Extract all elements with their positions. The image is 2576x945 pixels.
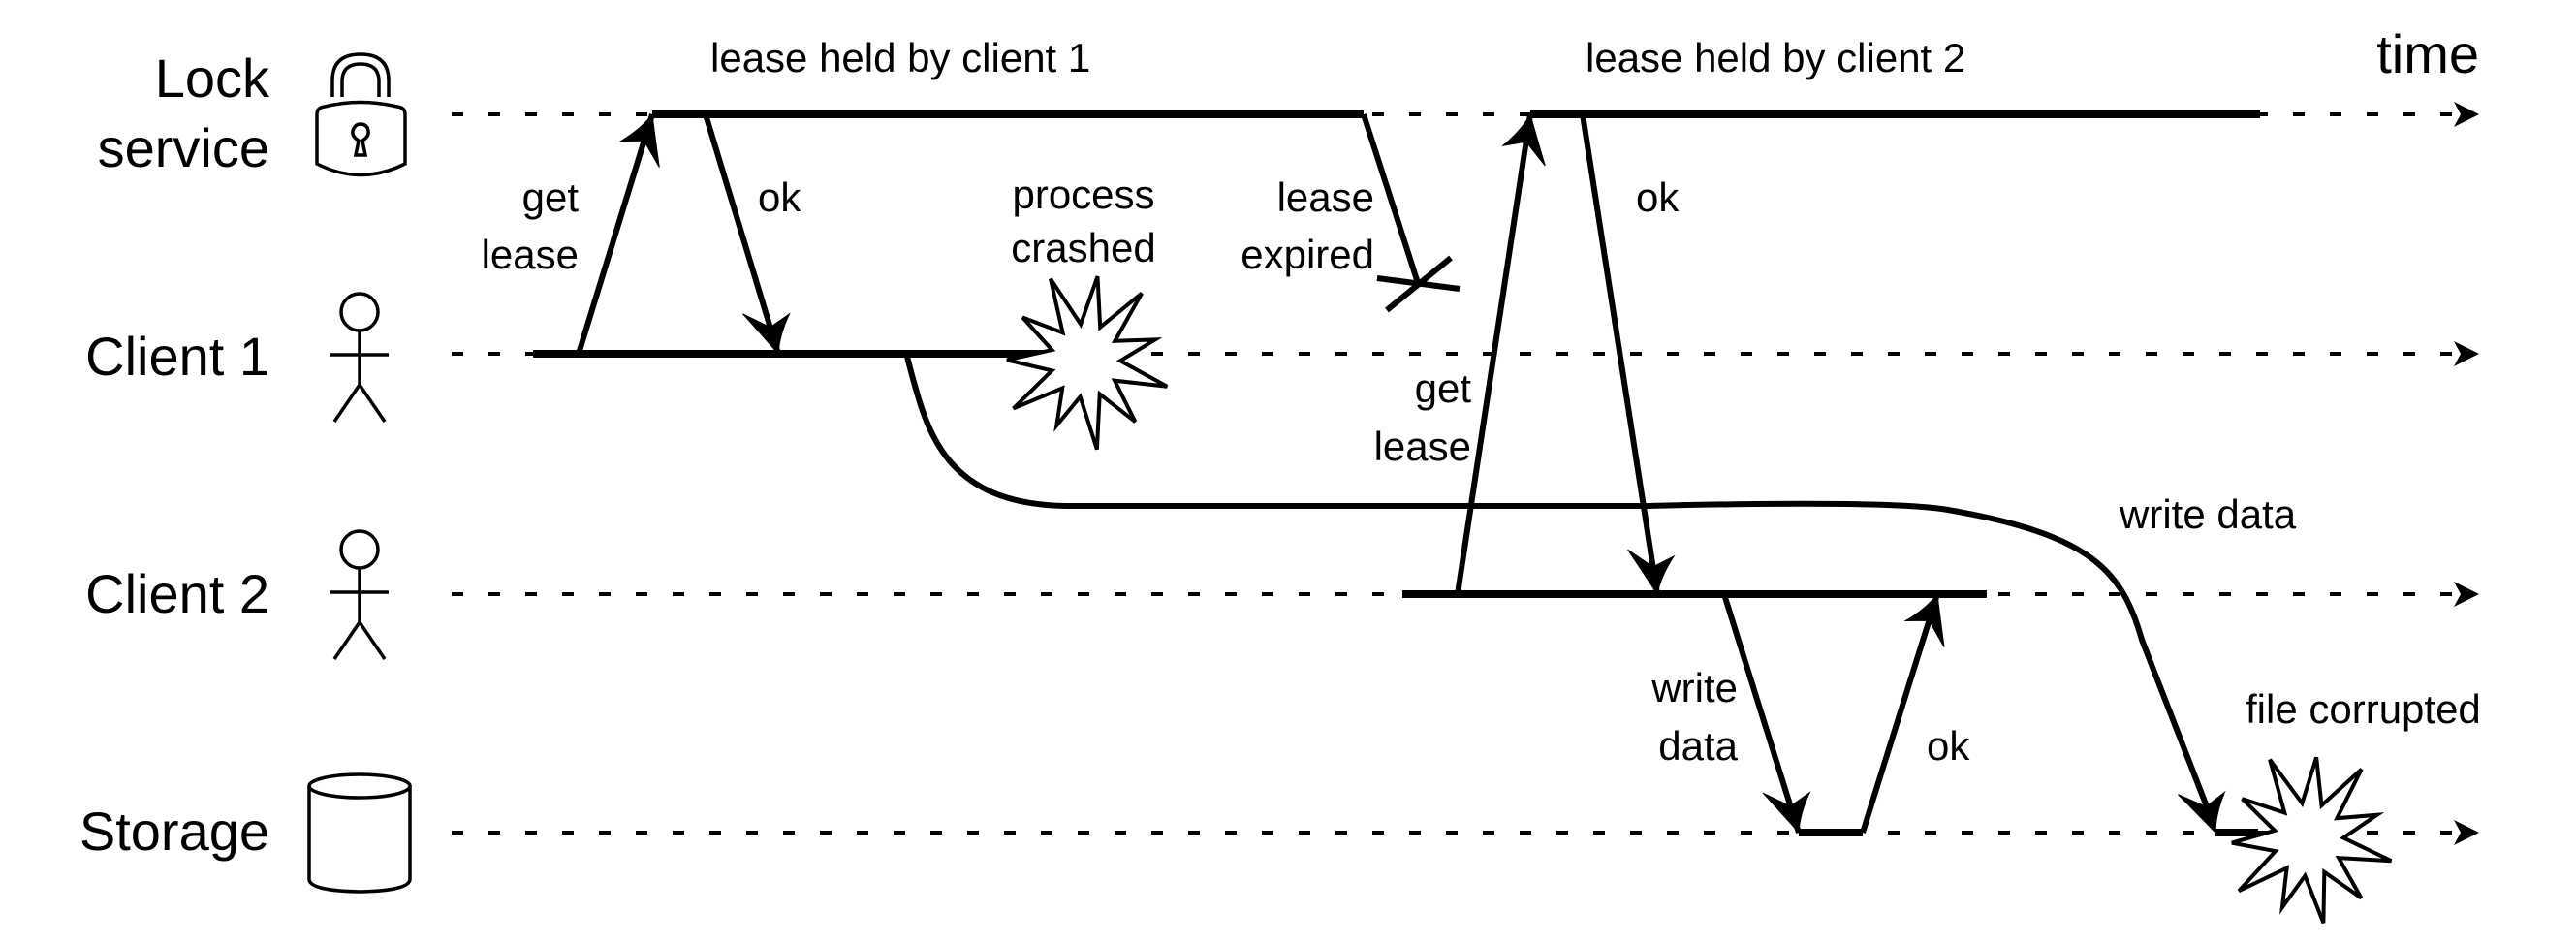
lost-message-cross-icon [1385, 255, 1453, 313]
lease-label-client-1: lease held by client 1 [710, 35, 1090, 80]
padlock-icon [315, 52, 407, 177]
participant-label-storage: Storage [79, 801, 269, 862]
message-label-get-lease-c2-line2: lease [1374, 424, 1471, 469]
lifelines [452, 102, 2479, 845]
message-write-data-client-2-arrowhead [1762, 791, 1811, 835]
lease-label-client-2: lease held by client 2 [1586, 35, 1965, 80]
message-ok-to-client-2-arrowhead [1627, 549, 1676, 596]
events [1006, 275, 2393, 925]
participant-label-client-2: Client 2 [85, 563, 269, 624]
message-write-data-client-1 [904, 356, 2213, 816]
message-get-lease-client-1-arrowhead [618, 112, 660, 168]
participant-label-lock-line1: Lock [155, 47, 270, 109]
message-label-ok-storage: ok [1927, 723, 1970, 769]
time-arrow-icon [2454, 582, 2479, 607]
message-write-data-client-2 [1721, 593, 1802, 834]
message-label-get-lease-c2-line1: get [1415, 365, 1472, 411]
participant-label-lock-line2: service [98, 117, 269, 178]
message-ok-to-client-1 [703, 113, 781, 355]
participant-client-1: Client 1 [85, 292, 389, 423]
message-label-get-lease-c1-line1: get [522, 174, 580, 220]
message-ok-to-client-2 [1580, 113, 1660, 595]
participant-label-client-1: Client 1 [85, 326, 269, 387]
message-ok-to-client-1-arrowhead [742, 312, 791, 356]
explosion-icon [2231, 756, 2393, 925]
participant-lock-service: Lock service [98, 47, 407, 178]
message-lease-expired [1361, 113, 1421, 284]
stick-figure-icon [330, 529, 389, 660]
message-get-lease-client-2-arrowhead [1501, 112, 1546, 167]
message-label-write-data-c2-line2: data [1658, 723, 1738, 769]
message-ok-from-storage [1860, 593, 1940, 834]
message-get-lease-client-1 [576, 113, 655, 355]
time-arrow-icon [2454, 820, 2479, 845]
message-label-write-data-c1: write data [2119, 491, 2297, 537]
participant-storage: Storage [79, 772, 412, 894]
time-arrow-icon [2454, 102, 2479, 127]
time-arrow-icon [2454, 341, 2479, 366]
participant-client-2: Client 2 [85, 529, 389, 660]
database-cylinder-icon [307, 772, 412, 894]
activation-segments [533, 110, 2260, 837]
message-label-lease-expired-line1: lease [1277, 174, 1374, 220]
message-label-ok-c2: ok [1636, 174, 1680, 220]
time-axis-label: time [2376, 23, 2479, 84]
event-label-process-crashed-line2: crashed [1011, 225, 1155, 270]
message-get-lease-client-2 [1455, 113, 1533, 595]
message-ok-from-storage-arrowhead [1903, 592, 1945, 647]
messages [576, 112, 2226, 835]
message-label-write-data-c2-line1: write [1650, 665, 1738, 710]
message-label-ok-c1: ok [758, 174, 801, 220]
message-label-get-lease-c1-line2: lease [482, 232, 579, 277]
event-label-file-corrupted: file corrupted [2246, 686, 2481, 732]
explosion-icon [1006, 275, 1169, 451]
message-write-data-client-1-arrowhead [2178, 790, 2226, 835]
stick-figure-icon [330, 292, 389, 423]
event-label-process-crashed-line1: process [1012, 172, 1154, 217]
message-label-lease-expired-line2: expired [1241, 232, 1374, 277]
